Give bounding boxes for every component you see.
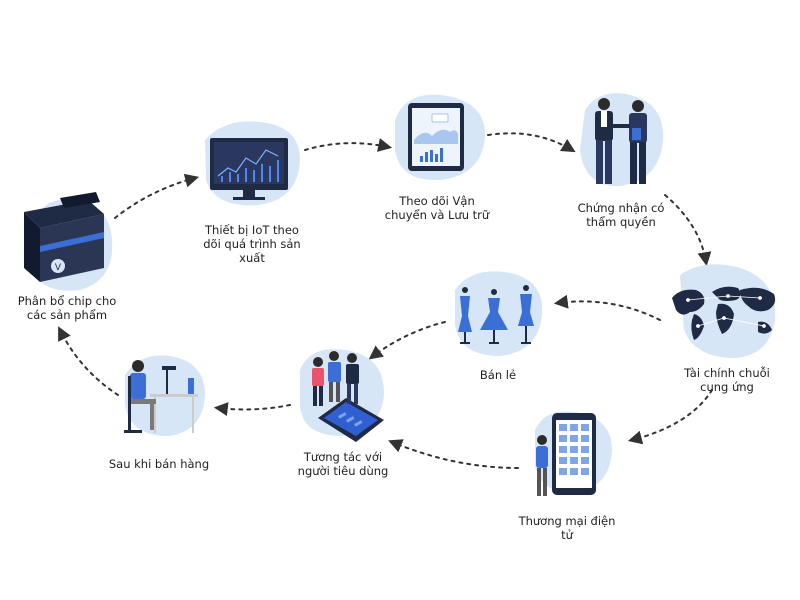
label-line: các sản phẩm bbox=[26, 308, 108, 322]
monitor-chart-icon bbox=[210, 138, 288, 200]
desk-worker-icon bbox=[124, 360, 198, 433]
label-line: Tài chính chuỗi bbox=[684, 366, 770, 380]
tablet-chart-icon bbox=[408, 103, 464, 171]
label-line: Thương mại điện bbox=[518, 514, 616, 528]
label-line: Bán lẻ bbox=[479, 368, 517, 382]
label-line: Chứng nhận có bbox=[577, 201, 665, 215]
label-line: dõi quá trình sản bbox=[203, 237, 301, 251]
mannequins-icon bbox=[458, 285, 534, 344]
arrow-chip-to-iot bbox=[114, 173, 200, 219]
label-aftersale: Sau khi bán hàng bbox=[94, 457, 224, 471]
map-connections bbox=[686, 294, 766, 328]
label-ecommerce: Thương mại điện tử bbox=[502, 514, 632, 542]
label-line: xuất bbox=[239, 251, 265, 265]
arrow-ecommerce-to-consumer bbox=[388, 439, 519, 469]
arrow-consumer-to-aftersale bbox=[213, 402, 291, 417]
node-chip: V bbox=[24, 192, 113, 291]
label-consumer: Tương tác với người tiêu dùng bbox=[278, 450, 408, 478]
handshake-people-icon bbox=[595, 98, 647, 184]
label-line: chuyển và Lưu trữ bbox=[384, 208, 490, 222]
label-line: cung ứng bbox=[700, 380, 754, 394]
world-map-icon bbox=[672, 286, 776, 340]
arrow-finance-to-retail bbox=[553, 294, 661, 321]
arrow-finance-to-ecommerce bbox=[627, 389, 713, 445]
arrow-aftersale-to-chip bbox=[58, 326, 119, 396]
label-iot: Thiết bị IoT theo dõi quá trình sản xuất bbox=[187, 223, 317, 265]
blob-bg bbox=[580, 93, 664, 187]
label-tracking: Theo dõi Vận chuyển và Lưu trữ bbox=[372, 194, 502, 222]
people-phone-icon bbox=[312, 351, 384, 442]
node-aftersale bbox=[124, 355, 205, 436]
label-line: Sau khi bán hàng bbox=[108, 457, 210, 471]
label-line: Thiết bị IoT theo bbox=[205, 223, 299, 237]
label-line: Tương tác với bbox=[303, 450, 383, 464]
label-line: người tiêu dùng bbox=[297, 464, 389, 478]
node-ecommerce bbox=[535, 411, 612, 496]
label-line: Phân bổ chip cho bbox=[17, 294, 117, 308]
chip-machine-icon: V bbox=[24, 192, 104, 282]
arrow-cert-to-finance bbox=[664, 194, 712, 267]
node-finance bbox=[672, 264, 776, 358]
flow-arrows bbox=[58, 132, 713, 469]
label-chip: Phân bổ chip cho các sản phẩm bbox=[2, 294, 132, 322]
node-iot bbox=[205, 121, 300, 206]
label-finance: Tài chính chuỗi cung ứng bbox=[662, 366, 792, 394]
label-retail: Bán lẻ bbox=[433, 368, 563, 382]
svg-text:V: V bbox=[55, 263, 62, 273]
label-line: thẩm quyền bbox=[586, 215, 656, 229]
arrow-retail-to-consumer bbox=[368, 321, 446, 360]
node-retail bbox=[455, 271, 543, 356]
node-consumer bbox=[300, 349, 385, 442]
phone-apps-icon bbox=[536, 413, 596, 496]
label-line: Theo dõi Vận bbox=[399, 194, 475, 208]
arrow-iot-to-tracking bbox=[304, 138, 393, 152]
node-tracking bbox=[395, 94, 485, 181]
label-line: tử bbox=[561, 528, 573, 542]
node-cert bbox=[580, 93, 664, 187]
label-cert: Chứng nhận có thẩm quyền bbox=[556, 201, 686, 229]
arrow-tracking-to-cert bbox=[487, 132, 576, 153]
